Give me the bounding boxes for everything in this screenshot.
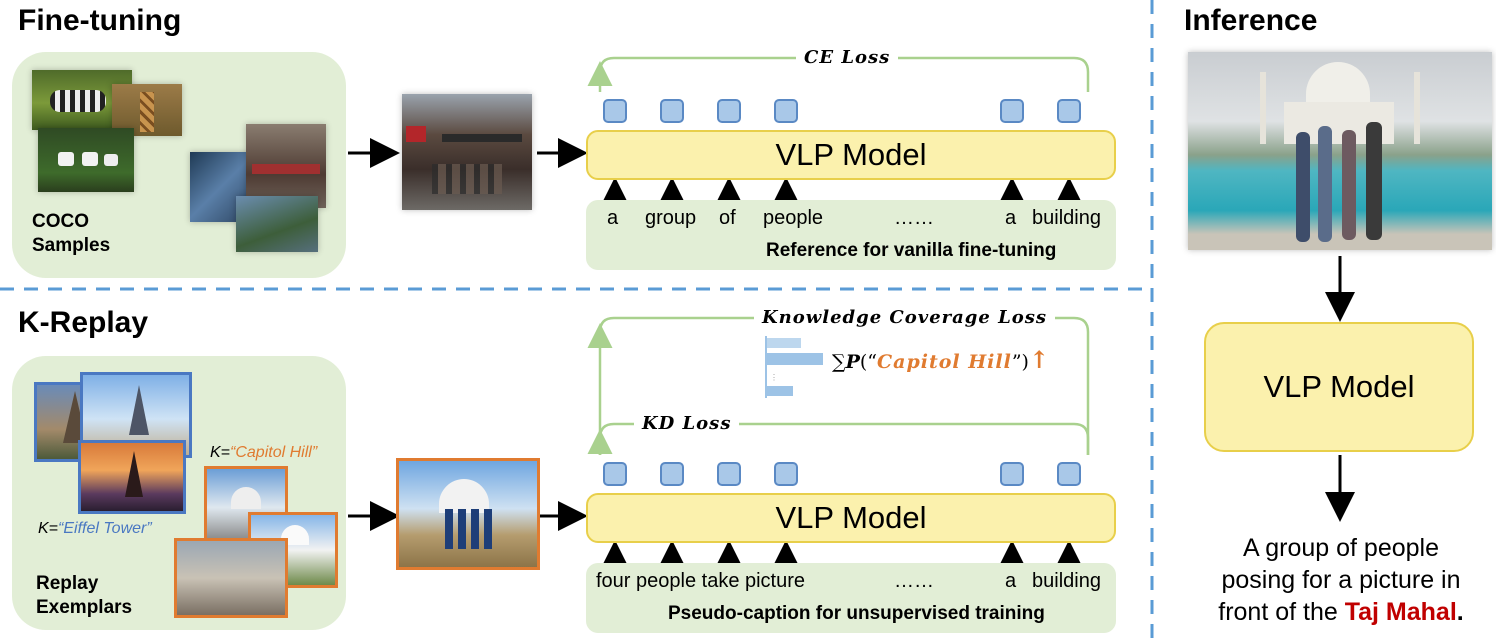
ce-loss-label: CE Loss — [796, 47, 899, 68]
svg-text:⋮: ⋮ — [770, 373, 778, 382]
output-token — [1000, 99, 1024, 123]
street-photo — [246, 124, 326, 208]
caption-word: a — [607, 207, 619, 229]
caption-word: of — [719, 207, 736, 229]
selected-street-image — [402, 94, 532, 210]
k-replay-title: K-Replay — [18, 306, 149, 339]
k-capitol-hill-label: K=“Capitol Hill” — [210, 444, 318, 461]
output-token — [660, 462, 684, 486]
eiffel-sunset-photo — [78, 440, 186, 514]
output-token — [603, 99, 627, 123]
caption-ellipsis: …… — [894, 570, 934, 592]
giraffe-photo — [112, 84, 182, 136]
capitol-photo-1 — [204, 466, 288, 542]
park-photo — [236, 196, 318, 252]
output-token — [1057, 99, 1081, 123]
capitol-steps-photo — [174, 538, 288, 618]
coverage-loss-bracket — [598, 316, 1090, 455]
output-token — [717, 462, 741, 486]
pseudo-caption-label: Pseudo-caption for unsupervised training — [668, 603, 1045, 624]
inference-output-caption: A group of people posing for a picture i… — [1218, 534, 1464, 626]
caption-word: building — [1032, 570, 1101, 592]
selected-capitol-image — [396, 458, 540, 570]
taj-mahal-highlight: Taj Mahal — [1344, 598, 1457, 626]
output-token — [774, 462, 798, 486]
coverage-loss-label: Knowledge Coverage Loss — [754, 307, 1056, 328]
replay-exemplars-label: Replay Exemplars — [36, 573, 133, 618]
output-token — [1000, 462, 1024, 486]
cows-photo — [38, 128, 134, 192]
caption-word: people — [763, 207, 824, 229]
caption-word: building — [1032, 207, 1101, 229]
increase-arrow-icon: ↑ — [1028, 345, 1050, 374]
output-token — [774, 99, 798, 123]
reference-caption-box — [586, 200, 1116, 270]
output-token — [717, 99, 741, 123]
caption-ellipsis: …… — [894, 207, 934, 229]
vlp-model-inference: VLP Model — [1204, 322, 1474, 452]
fine-tuning-title: Fine-tuning — [18, 4, 182, 37]
pseudo-caption-box — [586, 563, 1116, 633]
output-token — [603, 462, 627, 486]
taj-mahal-photo — [1188, 52, 1492, 250]
coco-samples-label: COCO Samples — [32, 211, 111, 256]
ft-input-arrows — [602, 177, 1082, 202]
caption-word: a — [1005, 570, 1017, 592]
vlp-model-replay: VLP Model — [586, 493, 1116, 543]
k-eiffel-tower-label: K=“Eiffel Tower” — [38, 520, 152, 537]
caption-word: a — [1005, 207, 1017, 229]
kr-input-arrows — [602, 540, 1082, 565]
output-token — [660, 99, 684, 123]
coverage-bar-chart: ⋮ — [765, 336, 823, 398]
reference-caption-label: Reference for vanilla fine-tuning — [766, 240, 1057, 261]
vlp-model-finetune: VLP Model — [586, 130, 1116, 180]
output-token — [1057, 462, 1081, 486]
pseudo-caption-words: four people take picture — [596, 570, 806, 592]
caption-word: group — [645, 207, 697, 229]
inference-title: Inference — [1184, 4, 1318, 37]
coverage-formula: ∑P(“Capitol Hill”)↑ — [832, 345, 1050, 374]
kd-loss-label: KD Loss — [634, 413, 740, 434]
